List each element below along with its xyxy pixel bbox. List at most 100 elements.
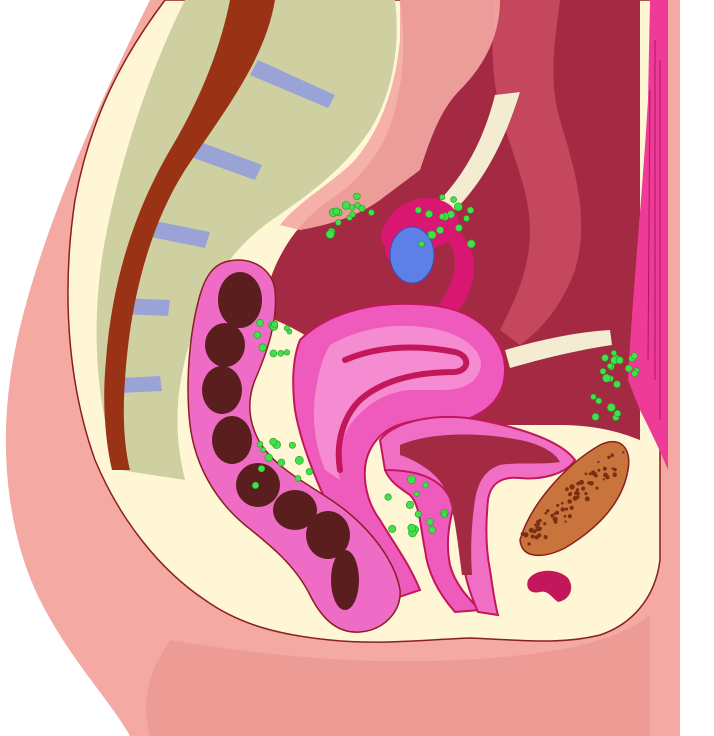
pubic-bone-spot <box>538 527 542 531</box>
pubic-bone-spot <box>597 461 599 463</box>
endometriosis-implant-dot <box>335 220 341 226</box>
endometriosis-implant-dot <box>625 365 632 372</box>
pubic-bone-spot <box>585 473 588 476</box>
pubic-bone-spot <box>528 542 531 545</box>
endometriosis-implant-dot <box>428 231 436 239</box>
endometriosis-implant-dot <box>359 205 365 211</box>
endometriosis-implant-dot <box>414 491 419 496</box>
endometriosis-implant-dot <box>467 207 474 214</box>
endometriosis-implant-dot <box>265 454 273 462</box>
endometriosis-implant-dot <box>616 357 623 364</box>
endometriosis-implant-dot <box>256 319 263 326</box>
pubic-bone-spot <box>564 520 566 522</box>
endometriosis-implant-dot <box>429 526 436 533</box>
pubic-bone-spot <box>613 468 617 472</box>
endometriosis-implant-dot <box>415 511 421 517</box>
endometriosis-implant-dot <box>342 202 350 210</box>
pubic-bone-spot <box>567 499 572 504</box>
endometriosis-implant-dot <box>350 212 356 218</box>
pubic-bone-spot <box>603 467 607 471</box>
pubic-bone-spot <box>532 529 536 533</box>
pubic-bone-spot <box>584 492 587 495</box>
endometriosis-implant-dot <box>442 512 448 518</box>
endometriosis-implant-dot <box>259 344 266 351</box>
endometriosis-implant-dot <box>427 519 434 526</box>
pubic-bone-spot <box>550 514 554 518</box>
endometriosis-implant-dot <box>600 368 606 374</box>
pubic-bone-spot <box>603 478 605 480</box>
pubic-bone-spot <box>535 535 539 539</box>
feces-3 <box>202 366 242 414</box>
pubic-bone-spot <box>597 469 600 472</box>
endometriosis-implant-dot <box>326 230 334 238</box>
pubic-bone-spot <box>595 487 598 490</box>
endometriosis-implant-dot <box>306 468 313 475</box>
pubic-bone-spot <box>611 453 615 457</box>
endometriosis-implant-dot <box>385 494 392 501</box>
pubic-bone-spot <box>561 507 565 511</box>
endometriosis-implant-dot <box>415 207 421 213</box>
endometriosis-implant-dot <box>254 332 261 339</box>
endometriosis-implant-dot <box>607 403 615 411</box>
pubic-bone-spot <box>573 496 578 501</box>
pubic-bone-spot <box>570 506 574 510</box>
endometriosis-implant-dot <box>632 370 638 376</box>
endometriosis-implant-dot <box>333 208 340 215</box>
pubic-bone-spot <box>612 472 617 477</box>
endometriosis-implant-dot <box>591 394 597 400</box>
pubic-bone-spot <box>565 487 569 491</box>
endometriosis-implant-dot <box>454 203 462 211</box>
pubic-bone-spot <box>607 456 610 459</box>
pubic-bone-spot <box>553 517 558 522</box>
pubic-bone-spot <box>531 535 535 539</box>
pubic-bone-spot <box>589 481 594 486</box>
endometriosis-implant-dot <box>423 482 429 488</box>
feces-8 <box>331 550 359 610</box>
feces-4 <box>212 416 252 464</box>
pubic-bone-spot <box>556 504 559 507</box>
endometriosis-implant-dot <box>284 350 290 356</box>
endometriosis-implant-dot <box>611 350 616 355</box>
endometriosis-implant-dot <box>284 325 289 330</box>
pubic-bone-spot <box>568 514 572 518</box>
endometriosis-implant-dot <box>270 350 277 357</box>
endometriosis-implant-dot <box>592 413 599 420</box>
pubic-bone-spot <box>561 502 564 505</box>
endometriosis-implant-dot <box>368 210 374 216</box>
endometriosis-implant-dot <box>408 524 416 532</box>
endometriosis-implant-dot <box>425 210 432 217</box>
endometriosis-implant-dot <box>354 193 361 200</box>
pubic-bone-spot <box>605 475 609 479</box>
endometriosis-implant-dot <box>271 321 277 327</box>
endometriosis-implant-dot <box>258 465 265 472</box>
endometriosis-implant-dot <box>440 194 445 199</box>
pubic-bone-spot <box>576 492 580 496</box>
pubic-bone-spot <box>553 512 556 515</box>
pubic-bone-spot <box>521 532 525 536</box>
pubic-bone-spot <box>536 522 540 526</box>
pubic-bone-spot <box>611 467 613 469</box>
pubic-bone-spot <box>565 507 568 510</box>
pubic-bone-spot <box>544 535 548 539</box>
endometriosis-implant-dot <box>295 475 301 481</box>
endometriosis-implant-dot <box>270 438 277 445</box>
ovary-follicle <box>390 227 434 283</box>
pubic-bone-spot <box>585 496 590 501</box>
pubic-bone-spot <box>622 451 624 453</box>
pubic-bone-spot <box>568 492 572 496</box>
endometriosis-implant-dot <box>451 197 457 203</box>
endometriosis-implant-dot <box>437 227 444 234</box>
pubic-bone-spot <box>544 512 547 515</box>
endometriosis-implant-dot <box>631 353 637 359</box>
pubic-bone-spot <box>576 482 580 486</box>
endometriosis-implant-dot <box>289 442 295 448</box>
pubic-bone-spot <box>591 471 596 476</box>
endometriosis-implant-dot <box>455 224 462 231</box>
endometriosis-implant-dot <box>406 501 413 508</box>
pubic-bone-spot <box>564 515 567 518</box>
endometriosis-implant-dot <box>257 441 263 447</box>
endometriosis-implant-dot <box>603 374 611 382</box>
endometriosis-implant-dot <box>261 447 266 452</box>
